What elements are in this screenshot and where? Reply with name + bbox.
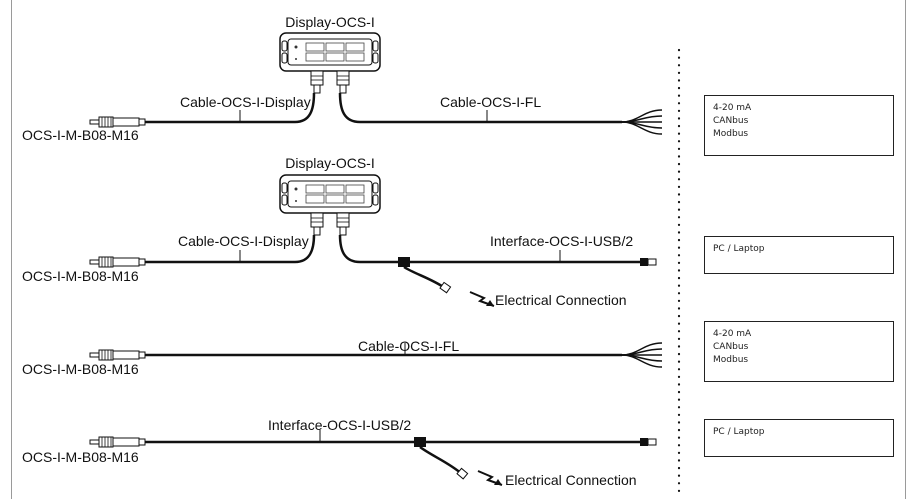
- sensor-4: [89, 436, 146, 448]
- branch-cable-2: [403, 265, 446, 290]
- sensor-3: [89, 349, 146, 361]
- cable-fl-label: Cable-OCS-I-FL: [440, 94, 541, 110]
- output-line: Modbus: [713, 129, 749, 139]
- flying-leads-1: [621, 109, 663, 135]
- output-line: 4-20 mA: [713, 329, 752, 339]
- flying-leads-3: [621, 342, 663, 368]
- electrical-bolt-icon: [469, 291, 495, 307]
- output-box-1: 4-20 mA CANbus Modbus: [704, 95, 894, 156]
- output-box-4: PC / Laptop: [704, 419, 894, 457]
- diagram-3: Cable-OCS-I-FL OCS-I-M-B08-M16: [22, 338, 663, 377]
- diagram-2: Display-OCS-I Cable-OCS-I-Display Interf…: [22, 155, 657, 308]
- interface-usb-label: Interface-OCS-I-USB/2: [268, 417, 411, 433]
- usb-plug-2: [639, 257, 657, 267]
- sensor-label: OCS-I-M-B08-M16: [22, 449, 139, 465]
- cable-fl-label: Cable-OCS-I-FL: [358, 338, 459, 354]
- display-unit-2: [279, 174, 381, 236]
- electrical-connection-label: Electrical Connection: [505, 472, 637, 488]
- electrical-connection-label: Electrical Connection: [495, 292, 627, 308]
- diagram-1: Display-OCS-I Cable-OCS-I-Display Cable-…: [22, 14, 663, 143]
- usb-plug-4: [639, 437, 657, 447]
- display-label: Display-OCS-I: [285, 155, 374, 171]
- diagram-frame: [11, 0, 906, 499]
- sensor-label: OCS-I-M-B08-M16: [22, 127, 139, 143]
- branch-end-4: [456, 467, 469, 480]
- cable-display-1: [143, 92, 316, 124]
- sensor-2: [89, 256, 146, 268]
- output-box-3: 4-20 mA CANbus Modbus: [704, 321, 894, 382]
- output-line: PC / Laptop: [713, 427, 765, 437]
- branch-cable-4: [419, 445, 463, 475]
- cable-display-2: [143, 234, 316, 264]
- cable-fl-1: [338, 92, 622, 124]
- sensor-label: OCS-I-M-B08-M16: [22, 361, 139, 377]
- output-line: 4-20 mA: [713, 103, 752, 113]
- output-line: Modbus: [713, 355, 749, 365]
- splitter-2: [398, 257, 410, 267]
- output-line: PC / Laptop: [713, 244, 765, 254]
- output-line: CANbus: [713, 342, 749, 352]
- cable-display-label: Cable-OCS-I-Display: [180, 94, 311, 110]
- output-box-2: PC / Laptop: [704, 236, 894, 274]
- cable-display-label: Cable-OCS-I-Display: [178, 233, 309, 249]
- splitter-4: [414, 437, 426, 447]
- interface-usb-label: Interface-OCS-I-USB/2: [490, 233, 633, 249]
- electrical-bolt-icon: [477, 470, 503, 486]
- cable-usb-2: [338, 234, 640, 264]
- sensor-1: [89, 116, 146, 128]
- output-line: CANbus: [713, 116, 749, 126]
- diagram-4: Interface-OCS-I-USB/2 OCS-I-M-B08-M16 El…: [22, 417, 657, 488]
- display-unit-1: [279, 32, 381, 94]
- display-label: Display-OCS-I: [285, 14, 374, 30]
- sensor-label: OCS-I-M-B08-M16: [22, 268, 139, 284]
- branch-end-2: [439, 281, 452, 294]
